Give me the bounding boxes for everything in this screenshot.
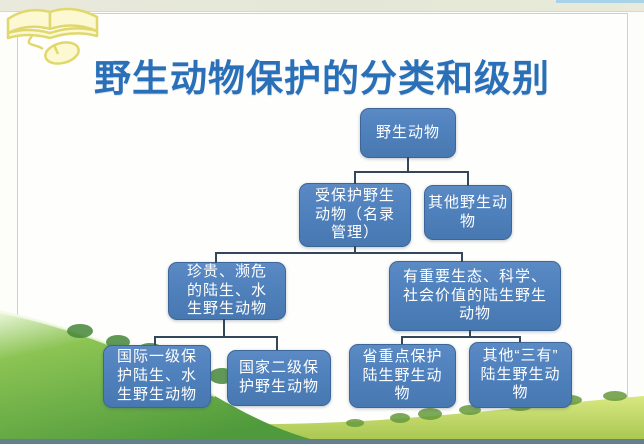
slide-title: 野生动物保护的分类和级别 (94, 58, 550, 99)
flow-node-other-wildlife: 其他野生动 物 (424, 185, 512, 240)
top-texture-strip (0, 0, 644, 12)
flow-node-precious-endangered: 珍贵、濒危 的陆生、水 生野生动物 (168, 262, 286, 320)
flow-node-provincial-key: 省重点保护 陆生野生动 物 (349, 344, 456, 408)
flow-node-intl-first-class: 国际一级保 护陆生、水 生野生动物 (103, 345, 211, 408)
flow-node-protected-wildlife: 受保护野生 动物（名录 管理） (299, 183, 411, 247)
top-right-accent-line (556, 0, 644, 3)
flow-node-other-sanyou: 其他“三有” 陆生野生动 物 (469, 342, 572, 408)
flow-node-wild-animals: 野生动物 (360, 108, 456, 158)
flow-node-valuable-terrestrial: 有重要生态、科学、 社会价值的陆生野生 动物 (389, 261, 561, 331)
book-and-mouse-icon (6, 7, 99, 65)
flow-node-national-second-class: 国家二级保 护野生动物 (227, 350, 331, 406)
